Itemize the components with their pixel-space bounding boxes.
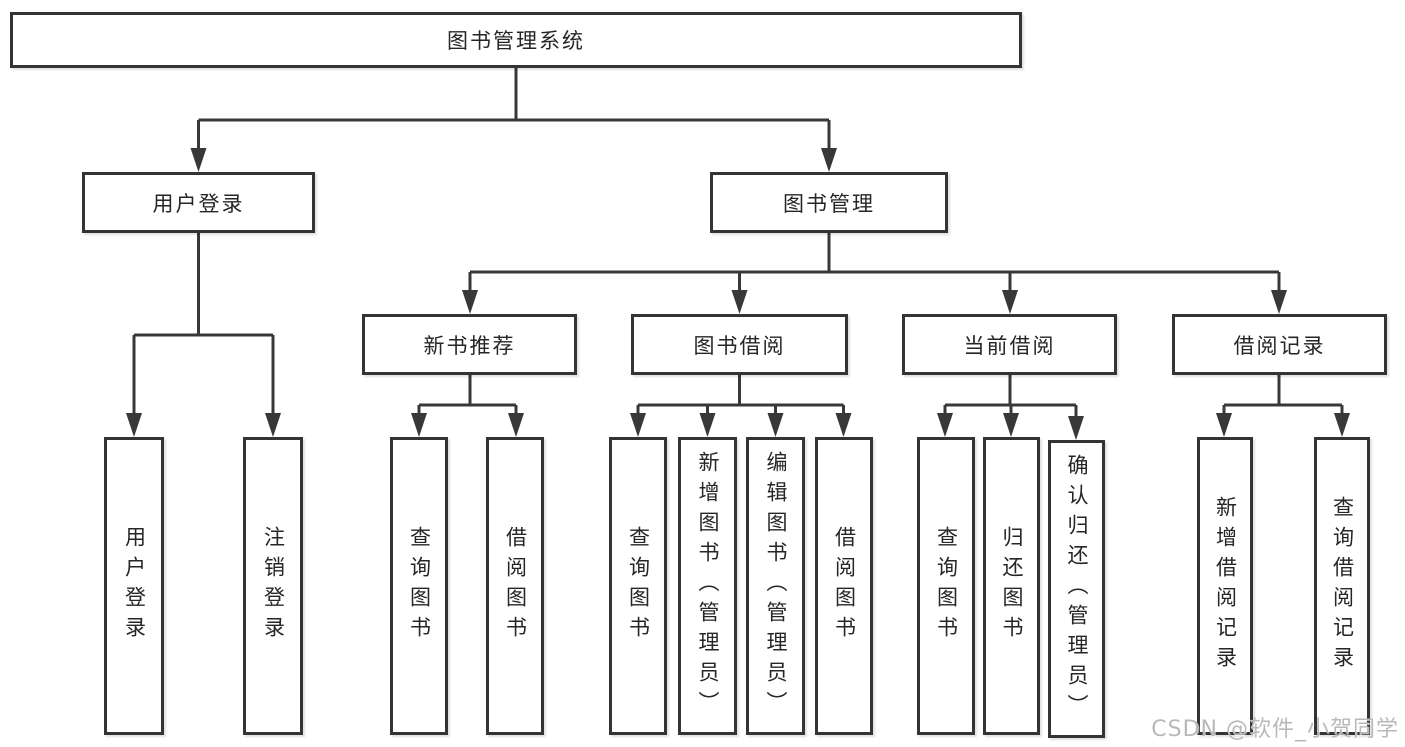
leaf-edit-books-admin: 编辑图书（管理员） [746,437,805,735]
node-current-borrowing: 当前借阅 [902,314,1117,375]
node-book-borrowing: 图书借阅 [631,314,848,375]
node-book-management-system: 图书管理系统 [10,12,1022,68]
arrow-down-icon [1334,413,1350,437]
arrow-down-icon [1068,416,1084,440]
arrow-down-icon [462,290,478,314]
leaf-add-books-admin: 新增图书（管理员） [678,437,737,735]
arrow-down-icon [835,413,852,437]
leaf-borrow-books-1: 借阅图书 [486,437,544,735]
leaf-borrow-books-2: 借阅图书 [815,437,873,735]
leaf-confirm-return-admin: 确认归还（管理员） [1048,440,1105,738]
arrow-down-icon [126,413,142,437]
node-book-management: 图书管理 [710,172,948,233]
watermark: CSDN @软件_小贺同学 [1151,717,1399,742]
leaf-query-books-1: 查询图书 [390,437,448,735]
arrow-down-icon [265,413,281,437]
leaf-return-books: 归还图书 [983,437,1040,735]
leaf-query-books-3: 查询图书 [917,437,975,735]
node-user-login: 用户登录 [82,172,315,233]
arrow-down-icon [731,290,748,314]
arrow-down-icon [699,413,716,437]
leaf-user-login: 用户登录 [104,437,164,735]
leaf-query-books-2: 查询图书 [609,437,667,735]
arrow-down-icon [767,413,784,437]
leaf-query-borrow-record: 查询借阅记录 [1314,437,1370,735]
arrow-down-icon [411,413,427,437]
arrow-down-icon [1216,413,1232,437]
arrow-down-icon [1271,290,1287,314]
arrow-down-icon [821,148,837,172]
leaf-logout: 注销登录 [243,437,303,735]
arrow-down-icon [937,413,953,437]
arrow-down-icon [508,413,524,437]
node-borrowing-records: 借阅记录 [1172,314,1387,375]
arrow-down-icon [190,148,207,172]
arrow-down-icon [1002,290,1018,314]
arrow-down-icon [630,413,646,437]
node-new-book-recommend: 新书推荐 [362,314,577,375]
leaf-add-borrow-record: 新增借阅记录 [1197,437,1253,735]
arrow-down-icon [1003,413,1019,437]
